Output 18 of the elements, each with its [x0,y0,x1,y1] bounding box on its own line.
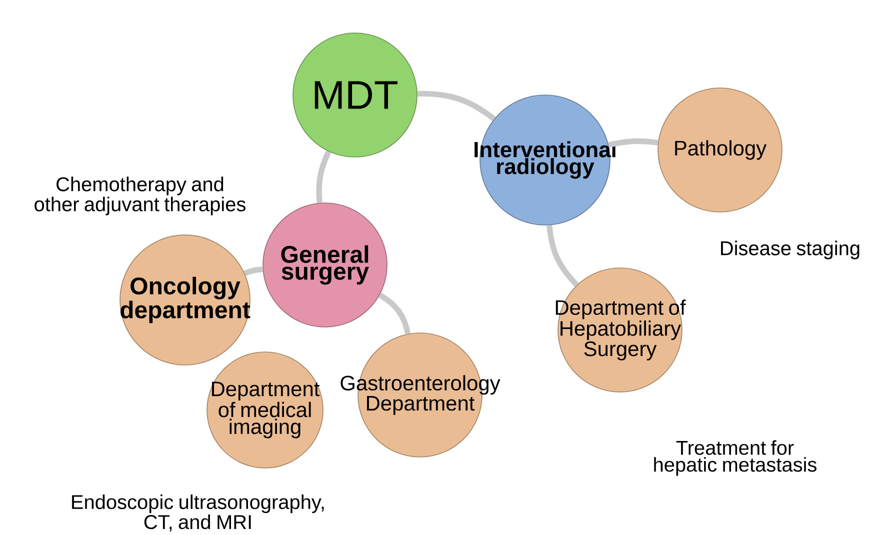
connector-line [244,266,263,276]
connector-line [608,138,658,148]
caption-text: Treatment for hepatic metastasis [654,440,816,476]
caption-text: Endoscopic ultrasonography, CT, and MRI [72,494,324,532]
circle-node: Oncology department [120,234,250,366]
circle-node: Gastroenterology Department [340,332,500,458]
caption-text: Disease staging [721,240,860,260]
circle-node: Department of medical imaging [206,352,324,468]
circle-node: General surgery [262,202,388,328]
connector-line [378,292,411,334]
caption-text: Chemotherapy and other adjuvant therapies [34,176,246,216]
circle-node: MDT [292,32,418,158]
circle-node: Pathology [658,88,782,212]
circle-node: Interventional radiology [474,94,616,226]
circle-node: Department of Hepatobiliary Surgery [556,268,686,392]
connector-line [316,150,332,203]
connector-line [546,224,579,287]
connector-line [417,90,496,122]
